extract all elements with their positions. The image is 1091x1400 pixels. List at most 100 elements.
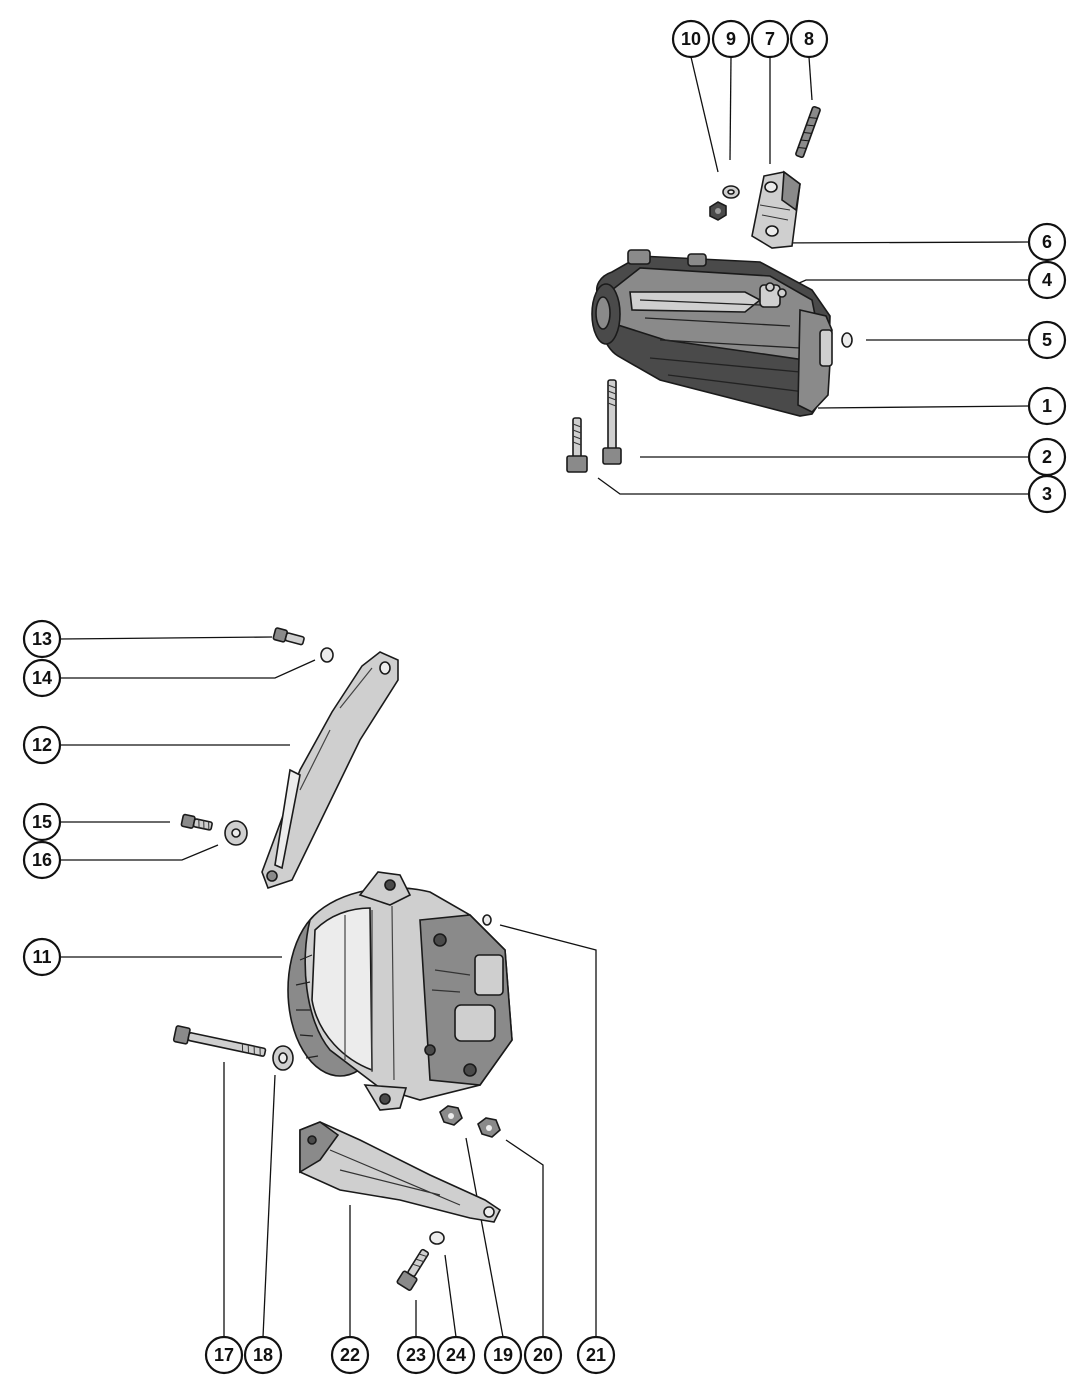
bolt-part	[272, 627, 305, 646]
leader-9	[729, 56, 732, 161]
callout-circle	[789, 19, 829, 59]
callout-number: 21	[586, 1345, 606, 1365]
callout-circle	[22, 802, 62, 842]
leader-21	[499, 924, 597, 1337]
callout-2: 2	[1027, 437, 1067, 477]
callout-12: 12	[22, 725, 62, 765]
callout-15: 15	[22, 802, 62, 842]
callout-number: 20	[533, 1345, 553, 1365]
callout-number: 5	[1042, 330, 1052, 350]
callout-circle	[483, 1335, 523, 1375]
callout-circle	[750, 19, 790, 59]
leader-1	[817, 405, 1029, 409]
leader-8	[808, 56, 813, 101]
bolt-part	[396, 1248, 430, 1291]
callout-13: 13	[22, 619, 62, 659]
leader-10	[690, 56, 719, 173]
callout-22: 22	[330, 1335, 370, 1375]
long-bolt-part	[602, 379, 622, 465]
leader-19	[465, 1137, 504, 1338]
leader-3	[597, 477, 1028, 495]
callout-number: 1	[1042, 396, 1052, 416]
starter-assembly	[566, 105, 853, 473]
callout-number: 6	[1042, 232, 1052, 252]
callout-circle	[1027, 222, 1067, 262]
callout-5: 5	[1027, 320, 1067, 360]
callout-24: 24	[436, 1335, 476, 1375]
callout-circle	[22, 619, 62, 659]
lockwasher-part	[320, 647, 334, 663]
callout-number: 9	[726, 29, 736, 49]
callout-circle	[204, 1335, 244, 1375]
mounting-bracket-part	[299, 1121, 502, 1223]
callout-number: 11	[32, 947, 51, 967]
callout-circle	[22, 658, 62, 698]
leader-16	[60, 844, 219, 861]
callout-14: 14	[22, 658, 62, 698]
callout-18: 18	[243, 1335, 283, 1375]
leader-24	[444, 1254, 457, 1338]
callout-11: 11	[22, 937, 62, 977]
callout-circle	[523, 1335, 563, 1375]
callout-circle	[243, 1335, 283, 1375]
callout-number: 2	[1042, 447, 1052, 467]
callout-circle	[1027, 474, 1067, 514]
callout-16: 16	[22, 840, 62, 880]
callout-circle	[1027, 260, 1067, 300]
long-bolt-part	[172, 1025, 267, 1057]
callout-number: 17	[214, 1345, 234, 1365]
callout-number: 4	[1042, 270, 1052, 290]
callout-circle	[711, 19, 751, 59]
bolt-part	[180, 813, 213, 831]
callout-21: 21	[576, 1335, 616, 1375]
callout-circle	[1027, 386, 1067, 426]
nut-part	[439, 1105, 463, 1126]
callout-10: 10	[671, 19, 711, 59]
callout-circle	[22, 840, 62, 880]
callout-circle	[576, 1335, 616, 1375]
leader-4	[782, 279, 1028, 291]
callout-circle	[436, 1335, 476, 1375]
callout-3: 3	[1027, 474, 1067, 514]
callout-number: 19	[493, 1345, 513, 1365]
callout-20: 20	[523, 1335, 563, 1375]
alternator-assembly	[172, 627, 513, 1291]
callout-7: 7	[750, 19, 790, 59]
callout-4: 4	[1027, 260, 1067, 300]
callout-number: 10	[681, 29, 701, 49]
leader-18	[262, 1074, 276, 1338]
nut-part	[709, 201, 727, 221]
callout-6: 6	[1027, 222, 1067, 262]
leader-13	[59, 636, 273, 640]
callout-number: 3	[1042, 484, 1052, 504]
washer-part	[482, 914, 492, 926]
callout-circle	[22, 725, 62, 765]
leader-6	[769, 241, 1029, 244]
callout-23: 23	[396, 1335, 436, 1375]
o-ring-part	[841, 332, 853, 348]
adjusting-brace-part	[261, 651, 399, 890]
nut-part	[477, 1117, 501, 1138]
leader-lines	[59, 56, 1029, 1338]
callout-8: 8	[789, 19, 829, 59]
callout-number: 18	[253, 1345, 273, 1365]
callout-number: 13	[32, 629, 52, 649]
callout-circle	[396, 1335, 436, 1375]
leader-14	[60, 659, 316, 679]
washer-part	[429, 1231, 445, 1245]
callout-number: 16	[32, 850, 52, 870]
callout-17: 17	[204, 1335, 244, 1375]
callout-number: 24	[446, 1345, 466, 1365]
bracket-part	[751, 170, 801, 249]
callout-number: 22	[340, 1345, 360, 1365]
callout-circle	[1027, 320, 1067, 360]
callout-circle	[671, 19, 711, 59]
callout-number: 7	[765, 29, 775, 49]
callout-number: 14	[32, 668, 52, 688]
callout-number: 23	[406, 1345, 426, 1365]
stud-part	[795, 105, 821, 159]
terminal-part	[765, 282, 775, 292]
callout-number: 8	[804, 29, 814, 49]
